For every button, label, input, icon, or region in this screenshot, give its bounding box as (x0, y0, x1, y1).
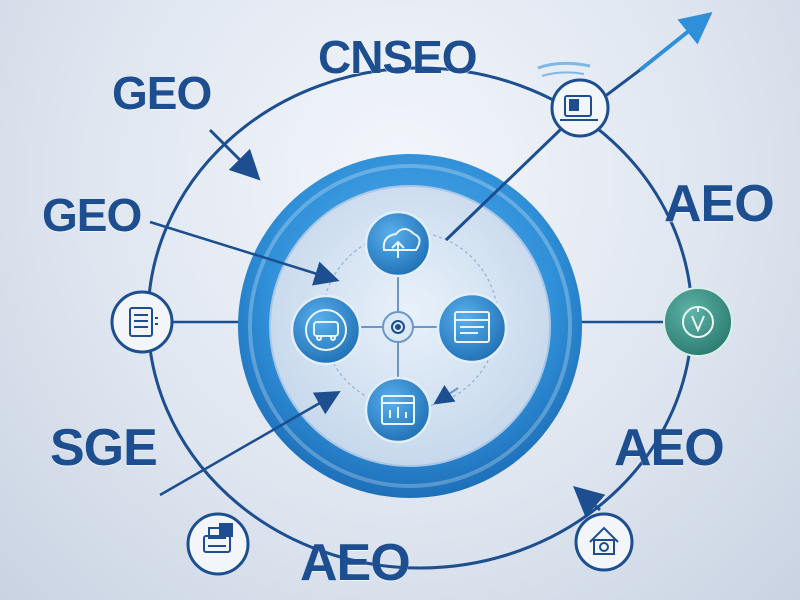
cloud-upload-icon (382, 228, 421, 258)
badge-car-icon (305, 309, 347, 351)
outer-node-bottom-right[interactable] (574, 512, 634, 572)
inner-node-left[interactable] (290, 294, 362, 366)
arrow-geo-top (208, 128, 261, 181)
arrow-sge (159, 391, 341, 497)
label-geo-top: GEO (112, 67, 212, 119)
label-cnseo: CNSEO (318, 31, 478, 83)
gear-hub-icon (391, 320, 405, 334)
arrow-inner-small (433, 385, 459, 405)
label-aeo-right: AEO (664, 175, 775, 233)
arrow-geo-left (149, 220, 340, 286)
arrow-up-right (444, 68, 641, 242)
outer-node-top-right[interactable] (550, 78, 610, 138)
label-aeo-bottom-right: AEO (614, 419, 725, 477)
home-shield-icon (589, 526, 619, 555)
outer-node-right[interactable] (663, 287, 733, 357)
ring-highlight (248, 164, 572, 488)
swoosh-2 (541, 71, 585, 77)
inner-node-bottom[interactable] (364, 376, 432, 444)
printer-document-icon (203, 523, 233, 553)
chart-calendar-icon (381, 395, 415, 425)
laptop-document-icon (560, 95, 598, 121)
label-geo-left: GEO (42, 189, 142, 241)
label-sge: SGE (50, 419, 158, 477)
swoosh (537, 61, 591, 70)
inner-node-top[interactable] (364, 210, 432, 278)
shield-badge-icon (682, 306, 714, 338)
arrow-big-head (638, 12, 713, 72)
label-aeo-bottom: AEO (300, 534, 411, 592)
outer-node-bottom-left[interactable] (186, 512, 250, 576)
web-page-icon (454, 311, 490, 343)
arrow-bottom-right (573, 486, 606, 518)
document-list-icon (129, 307, 158, 337)
inner-node-right[interactable] (436, 292, 508, 364)
outer-node-left[interactable] (110, 290, 174, 354)
center-hub[interactable] (382, 311, 414, 343)
